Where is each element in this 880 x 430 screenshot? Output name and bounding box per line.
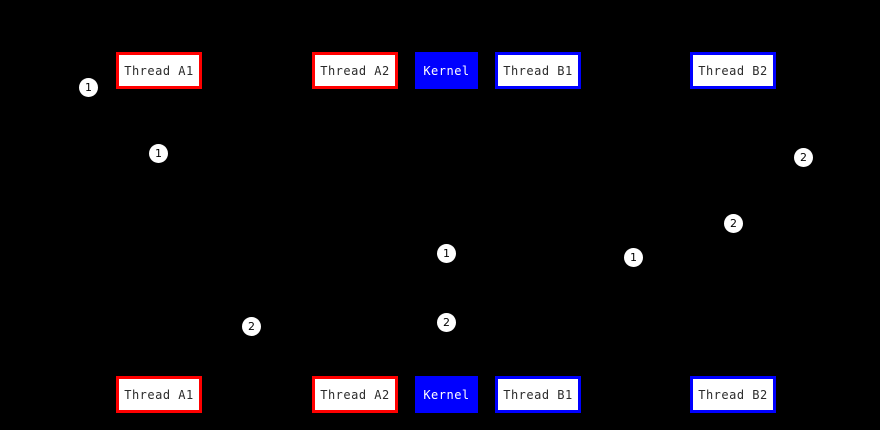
participant-label: Thread B1 (503, 63, 573, 78)
participant-box-kernel-top[interactable]: Kernel (415, 52, 478, 89)
step-number-badge: 2 (724, 214, 743, 233)
step-number-label: 1 (85, 81, 92, 94)
step-number-badge: 1 (624, 248, 643, 267)
step-number-label: 2 (443, 316, 450, 329)
participant-box-thread-a1-bottom[interactable]: Thread A1 (116, 376, 202, 413)
participant-box-thread-a2-bottom[interactable]: Thread A2 (312, 376, 398, 413)
participant-label: Thread A1 (124, 387, 194, 402)
step-number-label: 1 (443, 247, 450, 260)
participant-box-thread-b1-bottom[interactable]: Thread B1 (495, 376, 581, 413)
lifeline-thread-a2 (355, 89, 356, 376)
participant-label: Thread B2 (698, 63, 768, 78)
participant-label: Kernel (423, 387, 470, 402)
message-arrow (446, 245, 733, 246)
lifeline-kernel (446, 85, 447, 376)
participant-label: Thread B1 (503, 387, 573, 402)
participant-box-thread-b1-top[interactable]: Thread B1 (495, 52, 581, 89)
step-number-badge: 1 (437, 244, 456, 263)
message-arrowhead-icon (530, 272, 538, 280)
step-number-badge: 2 (437, 313, 456, 332)
message-arrow (446, 276, 538, 277)
participant-box-thread-b2-top[interactable]: Thread B2 (690, 52, 776, 89)
lifeline-thread-b1 (538, 89, 539, 376)
step-number-label: 1 (630, 251, 637, 264)
participant-box-thread-a1-top[interactable]: Thread A1 (116, 52, 202, 89)
step-number-label: 1 (155, 147, 162, 160)
step-number-badge: 2 (242, 317, 261, 336)
message-arrowhead-icon (446, 176, 454, 184)
step-number-badge: 1 (79, 78, 98, 97)
message-arrow (446, 179, 733, 180)
participant-label: Thread B2 (698, 387, 768, 402)
participant-label: Kernel (423, 63, 470, 78)
participant-label: Thread A2 (320, 63, 390, 78)
step-number-label: 2 (248, 320, 255, 333)
participant-label: Thread A1 (124, 63, 194, 78)
step-number-label: 2 (730, 217, 737, 230)
step-number-badge: 2 (794, 148, 813, 167)
participant-box-kernel-bottom[interactable]: Kernel (415, 376, 478, 413)
participant-label: Thread A2 (320, 387, 390, 402)
message-arrowhead-icon (438, 172, 446, 180)
message-arrow (355, 344, 446, 345)
step-number-label: 2 (800, 151, 807, 164)
lifeline-thread-a1 (159, 89, 160, 376)
message-arrowhead-icon (355, 341, 363, 349)
participant-box-thread-b2-bottom[interactable]: Thread B2 (690, 376, 776, 413)
message-arrowhead-icon (438, 106, 446, 114)
step-number-badge: 1 (149, 144, 168, 163)
message-arrow (159, 176, 446, 177)
participant-box-thread-a2-top[interactable]: Thread A2 (312, 52, 398, 89)
message-arrow (159, 110, 446, 111)
